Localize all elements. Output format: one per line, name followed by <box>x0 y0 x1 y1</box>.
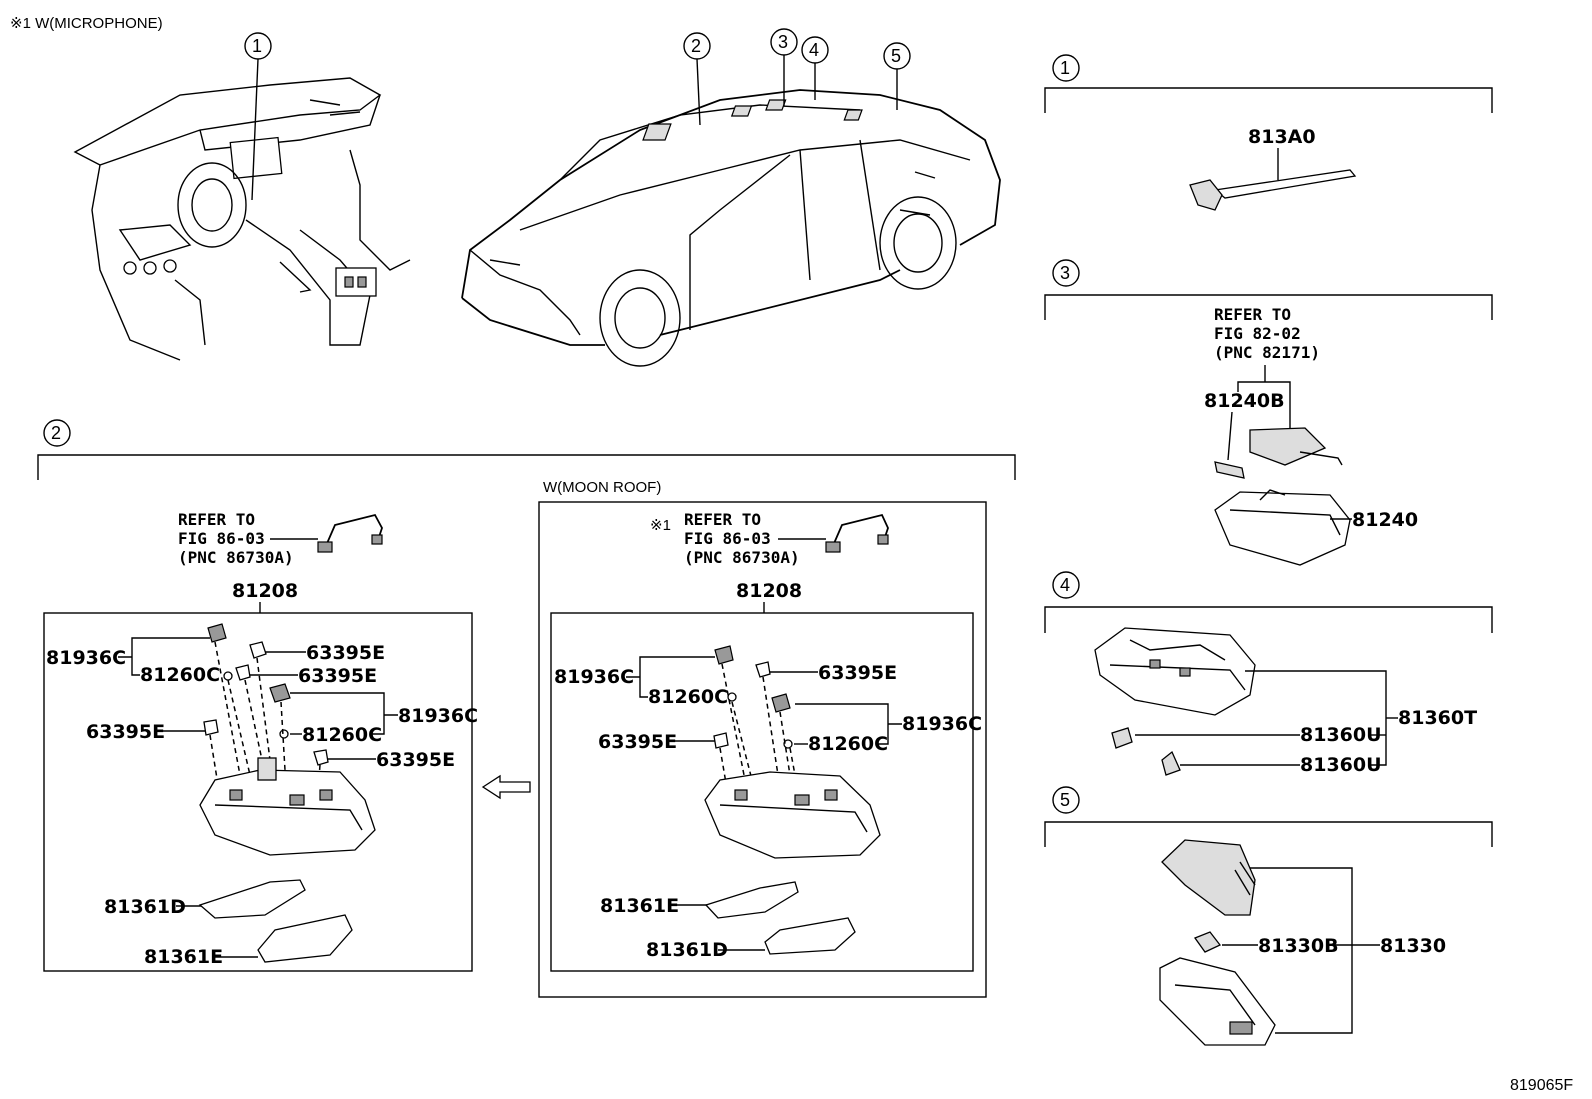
section-2-roof-console: 2 <box>37 419 1016 480</box>
section-1-callout: 1 <box>1060 58 1070 78</box>
refer-line-1: REFER TO <box>1214 305 1291 324</box>
part-63395E-d: 63395E <box>376 749 455 771</box>
section-1-microphone: 1 813A0 <box>1044 54 1493 211</box>
callout-3-label: 3 <box>778 32 788 52</box>
moon-roof-outer-frame <box>538 501 987 998</box>
moon-roof-assembly-frame <box>550 612 974 972</box>
asterisk-ref: ※1 <box>650 517 671 534</box>
refer-note-fig-86-03-a: REFER TO FIG 86-03 (PNC 86730A) <box>178 510 294 567</box>
part-81260C-a: 81260C <box>140 664 220 686</box>
part-813A0: 813A0 <box>1248 126 1316 148</box>
part-81361D-b: 81361D <box>646 939 728 961</box>
part-81208-a: 81208 <box>232 580 298 602</box>
section-5-callout: 5 <box>1060 790 1070 810</box>
figure-code: 819065F <box>1510 1077 1573 1094</box>
dashboard-illustration <box>73 77 411 361</box>
refer-line-1: REFER TO <box>178 510 255 529</box>
callout-5-label: 5 <box>891 46 901 66</box>
part-81361E-b: 81361E <box>600 895 679 917</box>
part-81361E-a: 81361E <box>144 946 223 968</box>
part-81260C-c: 81260C <box>648 686 728 708</box>
refer-note-fig-82-02: REFER TO FIG 82-02 (PNC 82171) <box>1214 305 1320 362</box>
part-81260C-b: 81260C <box>302 724 382 746</box>
section-2-callout: 2 <box>51 423 61 443</box>
part-81330: 81330 <box>1380 935 1446 957</box>
part-63395E-a: 63395E <box>306 642 385 664</box>
refer-line-1: REFER TO <box>684 510 761 529</box>
refer-line-3: (PNC 86730A) <box>178 548 294 567</box>
callout-5-car: 5 <box>883 42 911 110</box>
callout-2-car: 2 <box>683 32 711 126</box>
microphone-variant-note: ※1 W(MICROPHONE) <box>10 15 163 32</box>
callout-4-label: 4 <box>809 40 819 60</box>
moon-roof-variant-group: W(MOON ROOF) ※1 REFER TO FIG 86-03 (PNC … <box>538 479 987 998</box>
part-81360T: 81360T <box>1398 707 1477 729</box>
part-63395E-c: 63395E <box>86 721 165 743</box>
refer-line-2: FIG 82-02 <box>1214 324 1301 343</box>
section-5-luggage-lamp: 5 81330B 81330 <box>1044 786 1493 1046</box>
callout-4-car: 4 <box>801 36 829 100</box>
callout-1-dashboard: 1 <box>244 32 272 201</box>
direction-arrow-icon <box>481 774 531 800</box>
part-81240B: 81240B <box>1204 390 1285 412</box>
part-63395E-b: 63395E <box>298 665 377 687</box>
part-81361D-a: 81361D <box>104 896 186 918</box>
part-81936C-d: 81936C <box>902 713 982 735</box>
part-81936C-a: 81936C <box>46 647 126 669</box>
refer-line-2: FIG 86-03 <box>684 529 771 548</box>
callout-2-label: 2 <box>691 36 701 56</box>
part-63395E-e: 63395E <box>818 662 897 684</box>
car-illustration <box>461 89 1001 367</box>
part-81208-b: 81208 <box>736 580 802 602</box>
standard-variant-group: REFER TO FIG 86-03 (PNC 86730A) 81208 81… <box>43 510 478 972</box>
part-81360U-b: 81360U <box>1300 754 1382 776</box>
refer-line-3: (PNC 82171) <box>1214 343 1320 362</box>
callout-3-car: 3 <box>770 28 798 106</box>
part-81936C-b: 81936C <box>398 705 478 727</box>
section-3-callout: 3 <box>1060 263 1070 283</box>
part-81330B: 81330B <box>1258 935 1339 957</box>
part-81240: 81240 <box>1352 509 1418 531</box>
refer-note-fig-86-03-b: REFER TO FIG 86-03 (PNC 86730A) <box>684 510 800 567</box>
part-63395E-f: 63395E <box>598 731 677 753</box>
part-81260C-d: 81260C <box>808 733 888 755</box>
section-4-callout: 4 <box>1060 575 1070 595</box>
moon-roof-caption: W(MOON ROOF) <box>543 479 661 496</box>
part-81360U-a: 81360U <box>1300 724 1382 746</box>
part-81936C-c: 81936C <box>554 666 634 688</box>
section-4-dome-lamp: 4 81360T 81360U 81360U <box>1044 571 1493 776</box>
refer-line-2: FIG 86-03 <box>178 529 265 548</box>
refer-line-3: (PNC 86730A) <box>684 548 800 567</box>
standard-assembly-frame <box>43 612 473 972</box>
callout-1-label: 1 <box>252 36 262 56</box>
section-3-map-lamp: 3 REFER TO FIG 82-02 (PNC 82171) 81240B … <box>1044 259 1493 566</box>
